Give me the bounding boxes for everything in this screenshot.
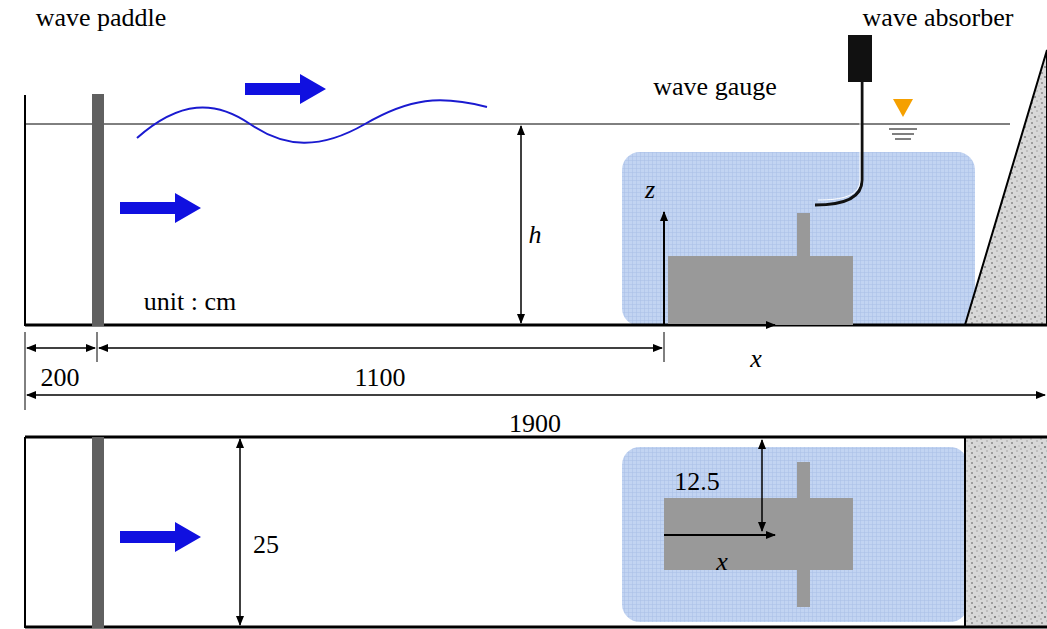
part-name: wave absorber bbox=[863, 5, 1014, 31]
axis-label: x bbox=[716, 549, 728, 575]
dimension-label: 1900 bbox=[509, 411, 561, 437]
dimension-label: h bbox=[529, 222, 542, 248]
part-name: wave gauge bbox=[653, 74, 776, 100]
part-name: wave paddle bbox=[36, 5, 167, 31]
dimension-label: 25 bbox=[253, 532, 279, 558]
axis-label: z bbox=[645, 177, 655, 203]
dimension-label: 12.5 bbox=[674, 469, 720, 495]
dimension-label: 1100 bbox=[354, 365, 405, 391]
axis-label: x bbox=[750, 346, 762, 372]
unit-note: unit : cm bbox=[144, 289, 236, 315]
dimension-label: 200 bbox=[41, 365, 80, 391]
